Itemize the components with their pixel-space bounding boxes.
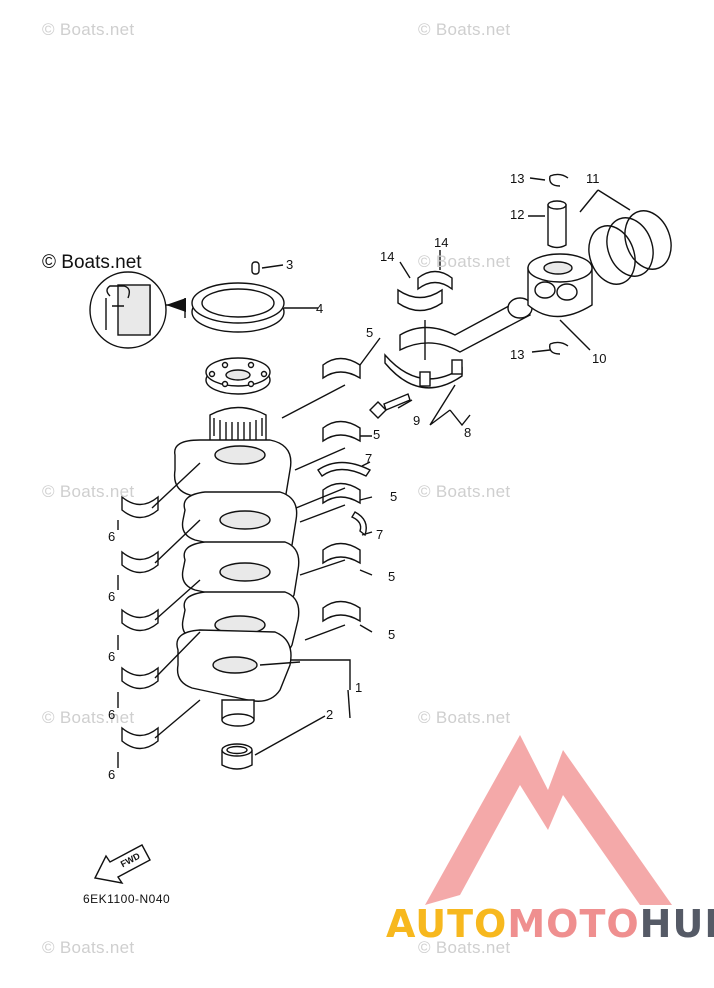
callout-14: 14 — [380, 249, 395, 264]
callout-7: 7 — [365, 451, 373, 466]
callout-3: 3 — [286, 257, 294, 272]
part-5-bearings — [322, 357, 361, 623]
part-8-connecting-rod — [384, 297, 533, 389]
watermark: © Boats.net — [42, 482, 135, 501]
fwd-arrow-icon — [93, 844, 151, 884]
callout-5: 5 — [388, 627, 396, 642]
part-9-bolt — [369, 393, 411, 419]
part-3-dowel-pin — [251, 261, 260, 275]
brand-part-auto: AUTO — [386, 902, 508, 946]
callout-13: 13 — [510, 347, 525, 362]
part-11-piston-rings — [588, 210, 672, 285]
crankshaft-assembly — [173, 357, 300, 727]
part-14-rod-bearings — [397, 270, 453, 312]
callout-4: 4 — [316, 301, 324, 316]
watermark: © Boats.net — [42, 708, 135, 727]
callout-2: 2 — [326, 707, 334, 722]
brand-part-hub: HUB — [639, 902, 714, 946]
seal-detail-inset — [89, 271, 186, 349]
part-12-piston-pin — [547, 200, 567, 249]
part-13-circlips — [549, 173, 569, 355]
brand-part-moto: MOTO — [507, 902, 640, 946]
part-4-oil-seal — [191, 282, 285, 333]
part-2-bushing — [221, 743, 253, 770]
callout-6: 6 — [108, 707, 116, 722]
callout-6: 6 — [108, 649, 116, 664]
callout-6: 6 — [108, 589, 116, 604]
watermark: © Boats.net — [42, 20, 135, 39]
watermark: © Boats.net — [42, 938, 135, 957]
brand-wordmark: AUTOMOTOHUB — [386, 902, 714, 946]
part-7-thrust-washers — [317, 461, 372, 537]
callout-6: 6 — [108, 529, 116, 544]
callout-6: 6 — [108, 767, 116, 782]
callout-14: 14 — [434, 235, 449, 250]
diagram-watermark: © Boats.net — [42, 252, 142, 273]
diagram-code: 6EK1100-N040 — [83, 892, 171, 906]
callout-5: 5 — [390, 489, 398, 504]
callout-5: 5 — [388, 569, 396, 584]
watermark: © Boats.net — [418, 482, 511, 501]
callout-5: 5 — [373, 427, 381, 442]
callout-12: 12 — [510, 207, 525, 222]
watermark: © Boats.net — [418, 252, 511, 271]
watermark: © Boats.net — [418, 20, 511, 39]
callout-8: 8 — [464, 425, 472, 440]
leader-lines — [117, 177, 631, 768]
callout-10: 10 — [592, 351, 607, 366]
callout-11: 11 — [586, 171, 600, 186]
callout-9: 9 — [413, 413, 421, 428]
callout-7: 7 — [376, 527, 384, 542]
callout-1: 1 — [355, 680, 363, 695]
part-6-bearings — [121, 495, 159, 750]
callout-13: 13 — [510, 171, 525, 186]
callout-5: 5 — [366, 325, 374, 340]
part-10-piston — [527, 253, 593, 318]
watermark: © Boats.net — [418, 708, 511, 727]
watermark: © Boats.net — [418, 938, 511, 957]
